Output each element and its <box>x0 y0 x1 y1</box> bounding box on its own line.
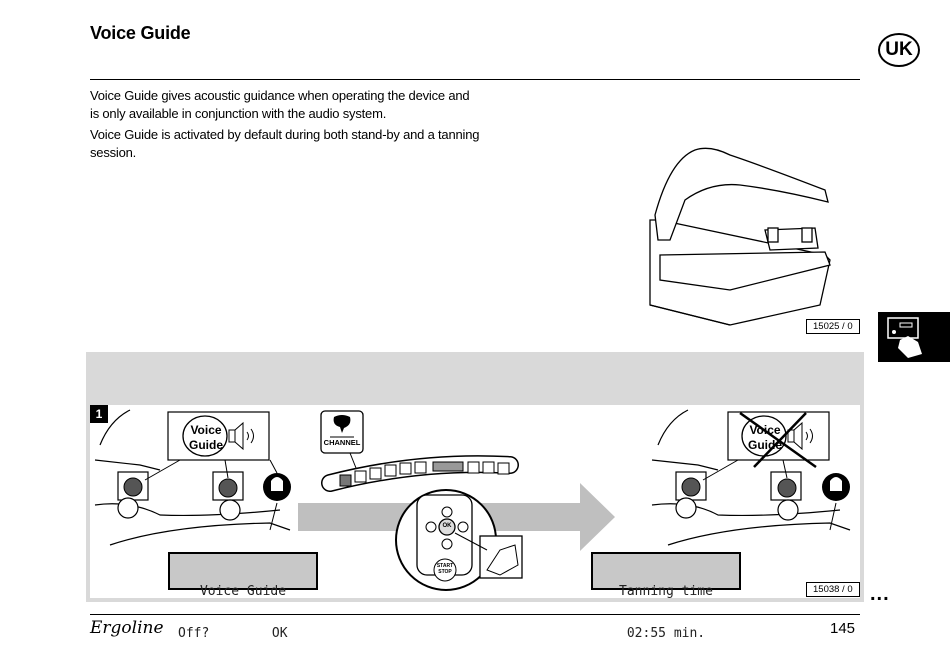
voice-guide-line2: Guide <box>188 438 223 452</box>
stop-label: STOP <box>438 569 452 575</box>
page-title: Voice Guide <box>90 23 191 43</box>
tanning-bed-illustration <box>649 147 831 326</box>
hand-press-icon <box>887 317 922 358</box>
info-icon <box>333 415 351 433</box>
step-number: 1 <box>90 405 108 423</box>
figure-label-top: 15025 / 0 <box>806 319 860 334</box>
header-rule <box>90 79 860 80</box>
language-badge: UK <box>878 33 920 67</box>
lcd-display-right: Tanning time 02:55 min. <box>591 552 741 641</box>
continued-marker: ... <box>870 583 890 605</box>
speaker-icon-muted <box>787 421 813 451</box>
speaker-icon <box>228 421 254 451</box>
lcd-right-line2: 02:55 min. <box>626 626 706 641</box>
activation-paragraph: Voice Guide is activated by default duri… <box>90 127 480 160</box>
start-stop-label: START STOP <box>432 563 458 575</box>
section-tab <box>878 312 950 362</box>
figure-label-bottom: 15038 / 0 <box>806 582 860 597</box>
lcd-left-line2: Off? OK <box>178 626 288 641</box>
intro-paragraph: Voice Guide gives acoustic guidance when… <box>90 88 470 121</box>
voice-guide-bubble-right: Voice Guide <box>745 423 785 453</box>
voice-guide-line1: Voice <box>190 423 222 437</box>
voice-guide-line1-right: Voice <box>749 423 781 437</box>
voice-guide-bubble-left: Voice Guide <box>186 423 226 453</box>
page-number: 145 <box>830 620 856 637</box>
ok-label: OK <box>442 523 452 529</box>
voice-guide-line2-right: Guide <box>747 438 782 452</box>
brand-logo: Ergoline <box>90 618 164 638</box>
step-illustration <box>94 409 851 591</box>
start-label: START <box>436 563 454 569</box>
channel-label: CHANNEL <box>323 438 361 447</box>
lcd-display-left: Voice Guide Off? OK <box>168 552 318 641</box>
lcd-left-line1: Voice Guide <box>199 584 287 599</box>
lcd-right-line1: Tanning time <box>619 584 713 599</box>
footer-rule <box>90 614 860 615</box>
